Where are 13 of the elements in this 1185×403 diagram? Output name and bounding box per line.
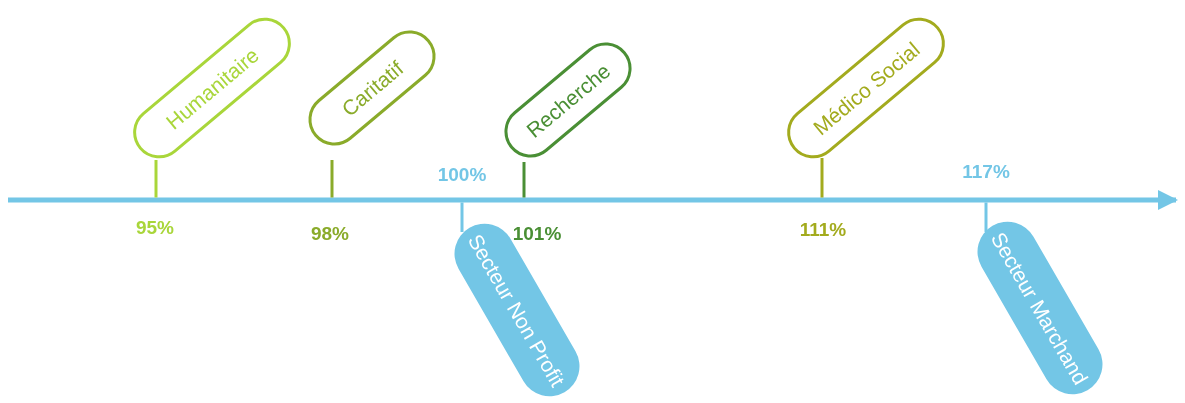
tick-line: [522, 162, 526, 198]
timeline-axis: [8, 190, 1178, 210]
percent-label: 117%: [962, 161, 1010, 183]
percent-label: 95%: [136, 217, 174, 239]
percent-label: 98%: [311, 223, 349, 245]
tick-line: [820, 158, 824, 198]
tick-line: [330, 160, 334, 198]
percent-label: 100%: [437, 164, 487, 186]
percent-label: 101%: [512, 223, 562, 244]
tick-line: [460, 202, 464, 232]
percent-label: 111%: [799, 219, 847, 241]
tick-line: [154, 160, 158, 198]
tick-line: [984, 202, 988, 232]
